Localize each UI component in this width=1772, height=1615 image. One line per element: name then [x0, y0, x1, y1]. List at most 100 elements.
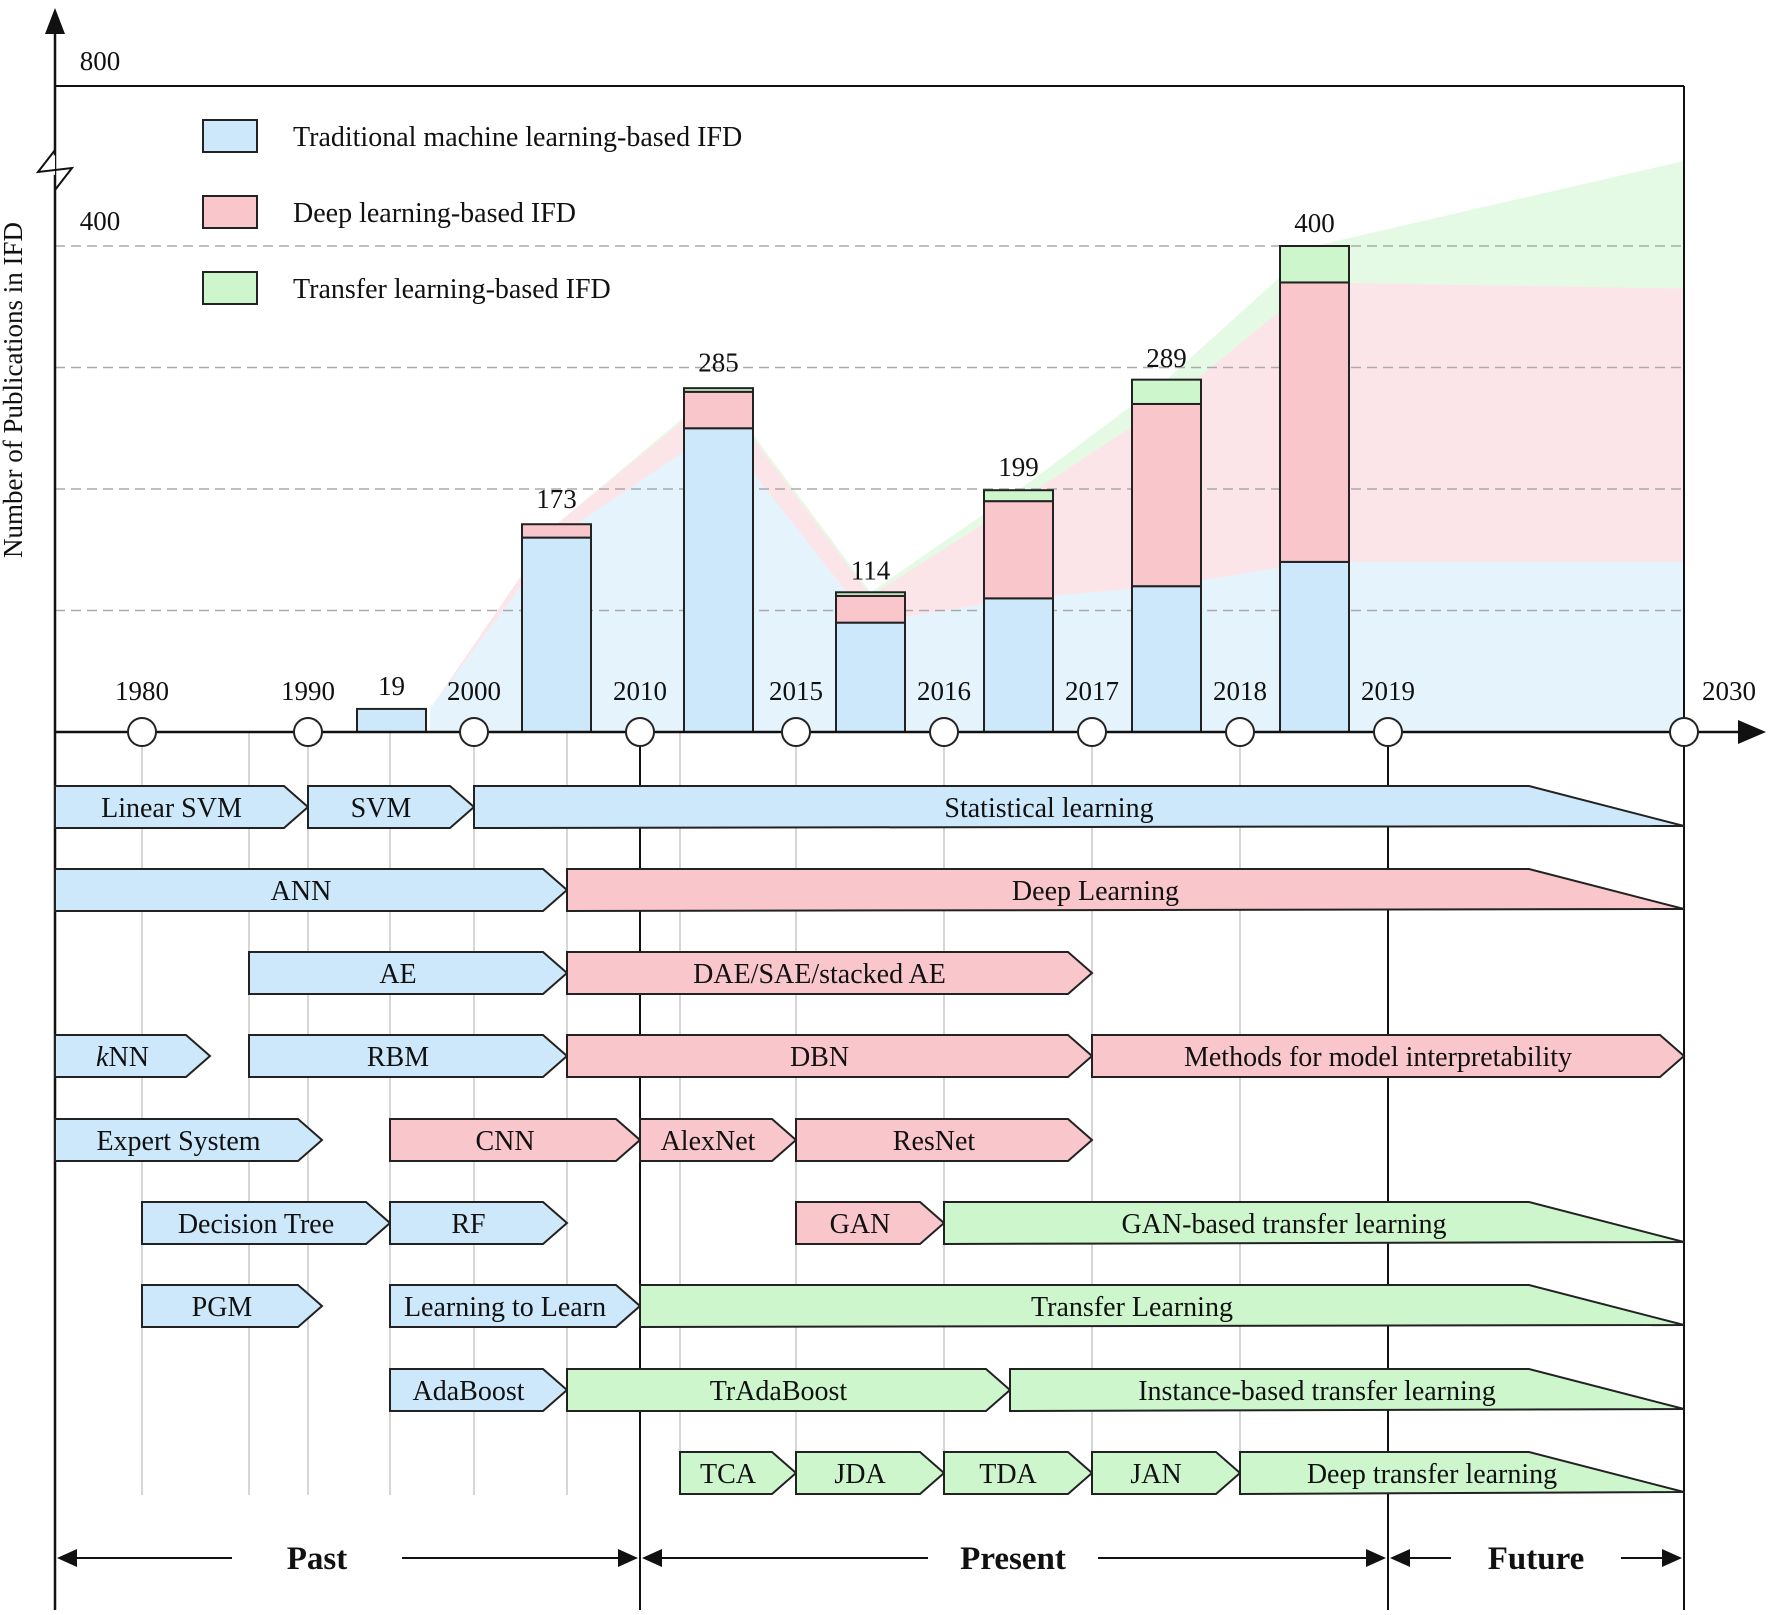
arrow-dbn	[566, 1034, 1094, 1078]
bar-transfer	[835, 591, 906, 597]
arrow-rf-label: RF	[451, 1209, 485, 1240]
legend-swatch-traditional	[202, 119, 258, 153]
legend-label-transfer: Transfer learning-based IFD	[293, 274, 611, 305]
arrow-expert-system	[54, 1118, 324, 1162]
era-label-past: Past	[287, 1541, 348, 1577]
bar-deep	[683, 390, 754, 430]
arrow-decision-tree	[141, 1201, 392, 1245]
legend-swatch-transfer	[202, 271, 258, 305]
knn-suffix: NN	[108, 1042, 148, 1073]
timeline-node	[293, 717, 323, 747]
timeline-node	[1373, 717, 1403, 747]
arrow-gan-based-transfer-learning-label: GAN-based transfer learning	[1122, 1209, 1447, 1240]
bar-transfer	[1279, 245, 1350, 284]
bar-total-label: 285	[698, 348, 739, 378]
arrow-deep-transfer-learning-label: Deep transfer learning	[1307, 1459, 1557, 1490]
arrow-adaboost-label: AdaBoost	[413, 1376, 525, 1407]
bar-total-label: 289	[1146, 343, 1187, 373]
timeline-node	[1077, 717, 1107, 747]
arrow-learning-to-learn-label: Learning to Learn	[404, 1292, 606, 1323]
bar-deep	[1279, 281, 1350, 563]
timeline-node	[625, 717, 655, 747]
bar-total-label: 19	[378, 671, 405, 701]
arrow-cnn-label: CNN	[475, 1126, 534, 1157]
arrow-transfer-learning-label: Transfer Learning	[1031, 1292, 1233, 1323]
bar-traditional	[683, 427, 754, 733]
arrow-nn	[54, 1034, 212, 1078]
bar-total-label: 400	[1294, 208, 1335, 238]
arrow-deep-transfer-learning	[1239, 1451, 1685, 1496]
arrow-pgm-label: PGM	[192, 1292, 253, 1323]
timeline-year-label: 2030	[1702, 676, 1756, 706]
arrow-rbm	[248, 1034, 569, 1078]
arrow-deep-learning	[566, 868, 1685, 913]
timeline-node	[1225, 717, 1255, 747]
timeline-year-label: 2018	[1213, 676, 1267, 706]
arrow-dae-sae-stacked-ae	[566, 951, 1094, 995]
bar-transfer	[1131, 378, 1202, 405]
arrow-svm	[307, 785, 476, 829]
arrow-linear-svm	[54, 785, 310, 829]
legend-swatch-deep	[202, 195, 258, 229]
arrow-tradaboost-label: TrAdaBoost	[710, 1376, 848, 1407]
era-label-present: Present	[960, 1541, 1066, 1577]
bar-traditional	[1131, 585, 1202, 734]
y-axis-title: Number of Publications in IFD	[0, 222, 28, 558]
arrow-statistical-learning-label: Statistical learning	[944, 793, 1153, 824]
era-arrowhead-right	[618, 1549, 638, 1567]
arrow-ae-label: AE	[379, 959, 416, 990]
arrow-methods-for-model-interpretability-label: Methods for model interpretability	[1184, 1042, 1572, 1073]
arrow-tda	[943, 1451, 1094, 1495]
knn-prefix: k	[96, 1042, 109, 1073]
arrow-rf	[389, 1201, 569, 1245]
bar-traditional	[356, 707, 427, 733]
arrow-resnet-label: ResNet	[893, 1126, 976, 1157]
timeline-year-label: 1980	[115, 676, 169, 706]
bar-traditional	[835, 621, 906, 734]
transfer-trend-area	[430, 160, 1684, 709]
time-axis-arrowhead	[1738, 720, 1766, 744]
arrow-decision-tree-label: Decision Tree	[178, 1209, 334, 1240]
timeline-node	[781, 717, 811, 747]
bar-traditional	[1279, 560, 1350, 734]
timeline-node	[127, 717, 157, 747]
era-arrowhead-left	[1390, 1549, 1410, 1567]
arrow-jda-label: JDA	[834, 1459, 886, 1490]
era-label-future: Future	[1488, 1541, 1585, 1577]
arrow-alexnet	[639, 1118, 798, 1162]
timeline-year-label: 2016	[917, 676, 971, 706]
bar-deep	[983, 500, 1054, 600]
era-arrowhead-left	[57, 1549, 77, 1567]
era-arrowhead-right	[1662, 1549, 1682, 1567]
arrow-instance-based-transfer-learning	[1009, 1368, 1685, 1413]
y-label-400: 400	[80, 206, 121, 236]
y-label-800: 800	[80, 46, 121, 76]
bar-total-label: 173	[536, 484, 577, 514]
arrow-methods-for-model-interpretability	[1091, 1034, 1686, 1078]
timeline-year-label: 1990	[281, 676, 335, 706]
bar-total-label: 199	[998, 452, 1039, 482]
bar-transfer	[983, 489, 1054, 503]
bar-deep	[835, 594, 906, 624]
arrow-instance-based-transfer-learning-label: Instance-based transfer learning	[1138, 1376, 1496, 1407]
arrow-ann-label: ANN	[271, 876, 332, 907]
arrow-gan-based-transfer-learning	[943, 1201, 1685, 1246]
arrow-adaboost	[389, 1368, 569, 1412]
bar-traditional	[983, 597, 1054, 733]
bar-total-label: 114	[851, 555, 891, 585]
arrow-transfer-learning	[639, 1284, 1685, 1329]
arrow-cnn	[389, 1118, 642, 1162]
arrow-deep-learning-label: Deep Learning	[1012, 876, 1179, 907]
arrow-expert-system-label: Expert System	[96, 1126, 260, 1157]
bar-traditional	[521, 536, 592, 733]
bar-deep	[1131, 402, 1202, 588]
arrow-jan-label: JAN	[1130, 1459, 1181, 1490]
arrow-tca-label: TCA	[700, 1459, 757, 1490]
arrow-jda	[795, 1451, 946, 1495]
arrow-ae	[248, 951, 569, 995]
arrow-rbm-label: RBM	[367, 1042, 429, 1073]
timeline-year-label: 2019	[1361, 676, 1415, 706]
arrow-tradaboost	[566, 1368, 1012, 1412]
arrow-statistical-learning	[473, 785, 1685, 830]
